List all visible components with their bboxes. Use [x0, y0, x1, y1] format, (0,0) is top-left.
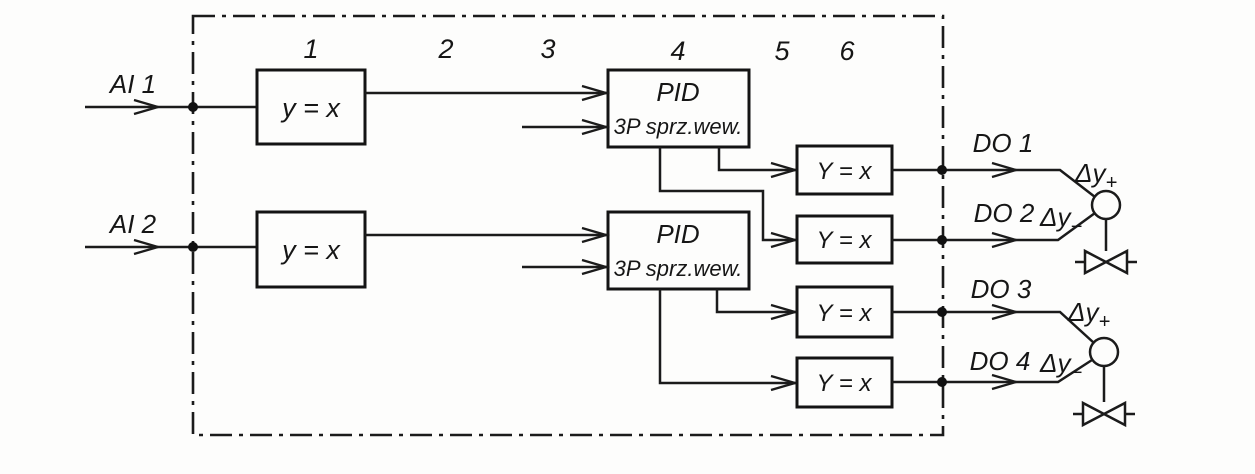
block-pid-2-subtitle: 3P sprz.wew.: [614, 256, 743, 281]
actuator-motor-icon: [1088, 336, 1120, 368]
connector-pid1-to-out1: [717, 147, 797, 172]
block-pid-2-title: PID: [656, 219, 699, 249]
stage-number-2: 2: [437, 34, 453, 64]
output-do4-label: DO 4: [970, 346, 1031, 376]
flow-arrow-icon: [133, 98, 163, 116]
output-do2-label: DO 2: [974, 198, 1035, 228]
delta-sign: +: [1098, 311, 1110, 333]
junction-dot: [937, 235, 947, 245]
stage-number-4: 4: [670, 36, 685, 66]
junction-dot: [937, 307, 947, 317]
output-do3-line: [892, 310, 1095, 344]
connector-pid1-to-out2: [658, 147, 797, 242]
controller-boundary-frame: [191, 14, 945, 437]
connector-pid2-to-out3: [715, 289, 797, 314]
stage-number-6: 6: [839, 36, 855, 66]
flow-arrow-icon: [581, 258, 611, 276]
flow-arrow-icon: [991, 161, 1021, 179]
flow-arrow-icon: [991, 231, 1021, 249]
flow-arrow-icon: [581, 118, 611, 136]
actuator-1: [1075, 189, 1137, 276]
block-input-converter-2-box: [255, 210, 367, 289]
block-output-converter-3: Y = x: [795, 285, 894, 339]
delta-label-do3: Δy+: [1067, 297, 1110, 333]
block-output-converter-2-label: Y = x: [817, 227, 873, 254]
block-pid-1-title: PID: [656, 77, 699, 107]
block-input-converter-1-box: [255, 68, 367, 146]
block-pid-2-box: [606, 210, 751, 291]
block-output-converter-1: Y = x: [795, 144, 894, 196]
actuator-motor-icon: [1090, 189, 1122, 221]
delta-base: Δy: [1067, 297, 1100, 327]
junction-dot: [188, 242, 198, 252]
output-do3-label: DO 3: [971, 274, 1032, 304]
input-ai1-label: AI 1: [108, 69, 156, 99]
block-pid-1-subtitle: 3P sprz.wew.: [614, 114, 743, 139]
delta-base: Δy: [1074, 158, 1107, 188]
flow-arrow-icon: [770, 161, 800, 179]
flow-arrow-icon: [581, 226, 611, 244]
flow-arrow-icon: [770, 231, 800, 249]
flow-arrow-icon: [770, 303, 800, 321]
output-do2-line: [892, 211, 1096, 242]
delta-label-do4: Δy−: [1039, 348, 1082, 384]
delta-sign: −: [1070, 362, 1082, 384]
output-do4: DO 4 Δy−: [892, 346, 1093, 391]
flow-arrow-icon: [991, 303, 1021, 321]
block-pid-1: PID 3P sprz.wew.: [606, 68, 751, 149]
delta-sign: −: [1070, 216, 1082, 238]
delta-base: Δy: [1039, 202, 1072, 232]
block-output-converter-1-label: Y = x: [817, 158, 873, 185]
delta-base: Δy: [1039, 348, 1072, 378]
block-output-converter-3-label: Y = x: [817, 300, 873, 327]
junction-dot: [937, 165, 947, 175]
output-do4-line: [892, 358, 1093, 384]
flow-arrow-icon: [581, 84, 611, 102]
valve-icon: [1083, 248, 1129, 276]
stage-number-1: 1: [303, 34, 318, 64]
output-do1-line: [892, 168, 1096, 198]
block-pid-1-box: [606, 68, 751, 149]
junction-dot: [937, 377, 947, 387]
junction-dot: [188, 102, 198, 112]
stage-number-3: 3: [540, 34, 555, 64]
flow-arrow-icon: [991, 373, 1021, 391]
stage-number-5: 5: [774, 36, 790, 66]
block-output-converter-4: Y = x: [795, 356, 894, 409]
block-output-converter-1-box: [795, 144, 894, 196]
block-input-converter-1: y = x: [255, 68, 367, 146]
output-do1-label: DO 1: [973, 128, 1034, 158]
actuator-2: [1073, 336, 1135, 428]
connector-pid2-to-out4: [658, 289, 797, 385]
output-do2: DO 2 Δy−: [892, 198, 1096, 249]
flow-arrow-icon: [770, 374, 800, 392]
block-input-converter-2: y = x: [255, 210, 367, 289]
block-output-converter-2: Y = x: [795, 214, 894, 265]
input-ai2: AI 2: [85, 209, 257, 256]
output-do3: DO 3 Δy+: [892, 274, 1110, 344]
valve-icon: [1081, 400, 1127, 428]
block-output-converter-3-box: [795, 285, 894, 339]
delta-label-do1: Δy+: [1074, 158, 1117, 194]
block-input-converter-1-label: y = x: [280, 93, 341, 123]
block-output-converter-4-label: Y = x: [817, 370, 873, 397]
flow-arrow-icon: [133, 238, 163, 256]
delta-sign: +: [1105, 172, 1117, 194]
block-pid-2: PID 3P sprz.wew.: [606, 210, 751, 291]
delta-label-do2: Δy−: [1039, 202, 1082, 238]
input-ai2-label: AI 2: [108, 209, 157, 239]
block-input-converter-2-label: y = x: [280, 235, 341, 265]
output-do1: DO 1 Δy+: [892, 128, 1117, 198]
input-ai1: AI 1: [85, 69, 257, 116]
